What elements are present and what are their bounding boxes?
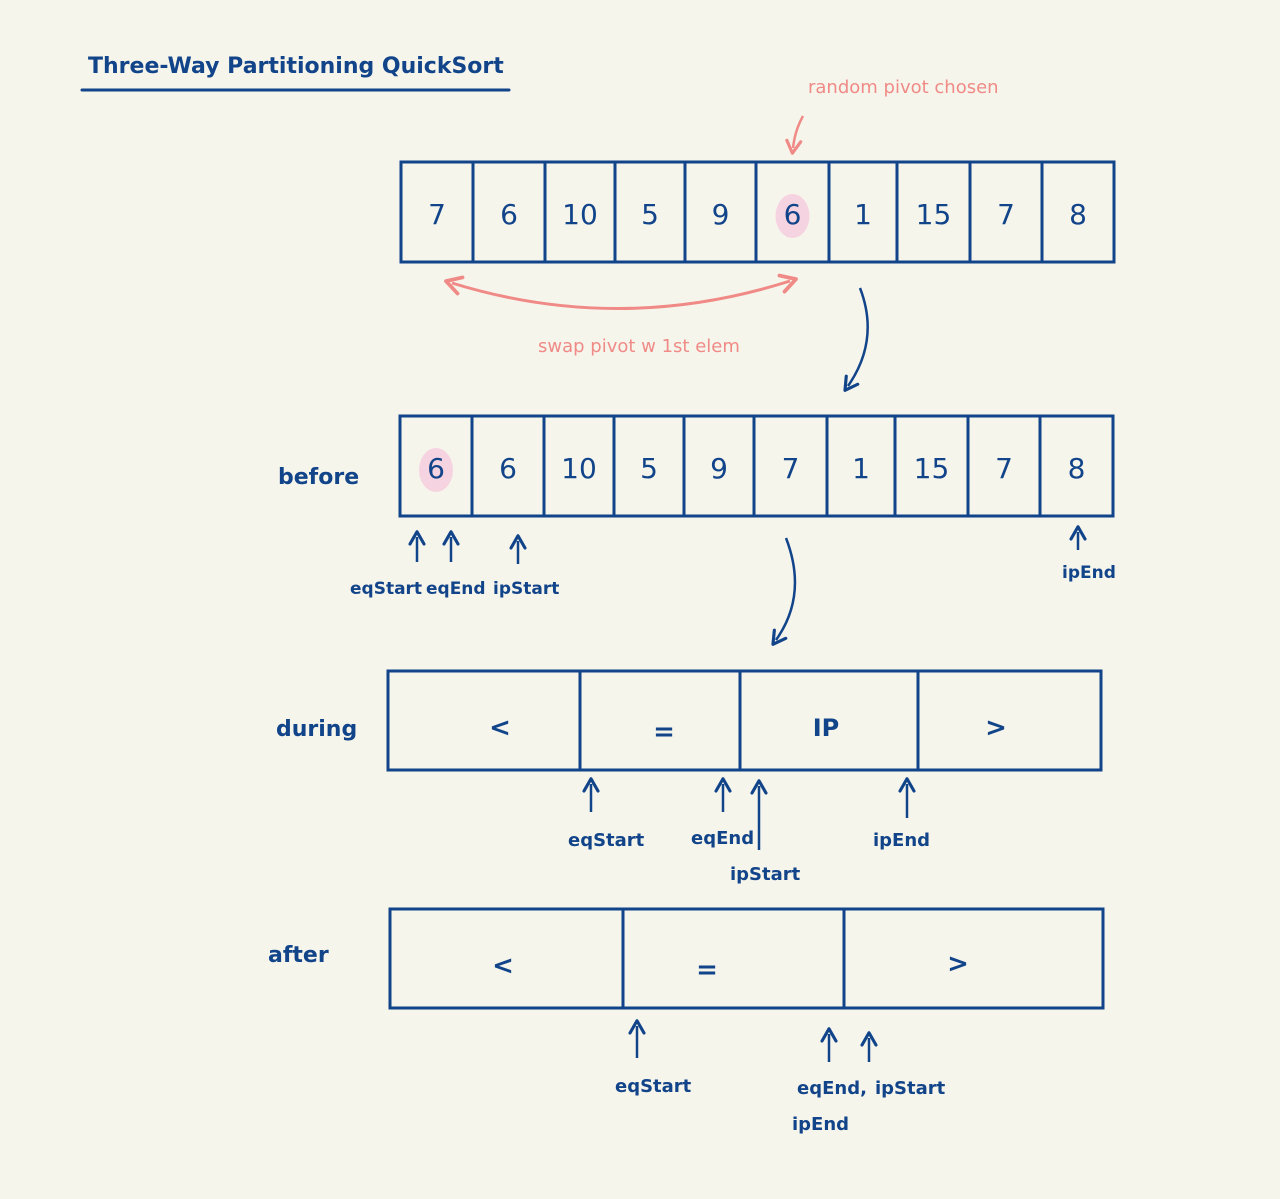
after-region-equal: =	[696, 955, 718, 985]
during-label: during	[276, 717, 357, 742]
after-label: after	[268, 943, 329, 968]
array-cell: 9	[683, 160, 758, 264]
flow-arrow-1	[843, 287, 869, 392]
cell-value: 7	[995, 452, 1013, 485]
array-cell: 1	[827, 160, 899, 264]
pivot-note: random pivot chosen	[808, 77, 999, 98]
array-cell: 5	[612, 414, 686, 518]
array-cell: 10	[543, 160, 617, 264]
cell-value: 10	[561, 452, 597, 485]
array-cell: 7	[968, 160, 1044, 264]
array-cell: 9	[682, 414, 756, 518]
before-array: 6 6 10 5 9 7 1 15 7 8	[398, 414, 1115, 518]
swap-arrow	[444, 273, 798, 310]
array-cell: 6	[471, 160, 547, 264]
after-pointers: eqStart eqEnd, ipEnd ipStart	[615, 1019, 946, 1135]
after-ipstart-label: ipStart	[875, 1078, 946, 1099]
after-regions: < = >	[388, 907, 1105, 1010]
cell-value: 7	[428, 198, 446, 231]
array-cell: 7	[399, 160, 475, 264]
array-cell: 7	[966, 414, 1042, 518]
after-ipend-label: ipEnd	[792, 1114, 849, 1135]
array-cell: 10	[542, 414, 616, 518]
after-region-less: <	[492, 951, 514, 981]
cell-value: 15	[916, 198, 952, 231]
during-regions: < = IP >	[386, 669, 1103, 772]
pivot-highlight	[419, 448, 453, 492]
array-cell: 15	[893, 414, 970, 518]
after-eqend-label: eqEnd,	[797, 1078, 867, 1099]
cell-border	[1038, 414, 1115, 518]
cell-value: 1	[854, 198, 872, 231]
cell-value: 8	[1068, 452, 1086, 485]
during-ipend-label: ipEnd	[873, 830, 930, 851]
during-region-less: <	[489, 713, 511, 743]
cell-border	[1040, 160, 1116, 264]
during-ipstart-label: ipStart	[730, 864, 801, 885]
during-box	[386, 669, 1103, 772]
after-eqstart-label: eqStart	[615, 1076, 692, 1097]
during-region-equal: =	[653, 717, 675, 747]
before-ipstart-label: ipStart	[493, 579, 559, 599]
before-label: before	[278, 465, 359, 490]
cell-value: 5	[641, 198, 659, 231]
cell-value: 1	[852, 452, 870, 485]
flow-arrow-2	[771, 537, 797, 646]
array-cell: 6	[398, 414, 474, 518]
after-region-greater: >	[947, 949, 969, 979]
cell-value: 5	[640, 452, 658, 485]
array-cell: 7	[752, 414, 829, 518]
cell-value: 8	[1069, 198, 1087, 231]
page-title: Three-Way Partitioning QuickSort	[88, 54, 504, 79]
after-box	[388, 907, 1105, 1010]
cell-value: 9	[712, 198, 730, 231]
during-region-ip: IP	[813, 714, 840, 742]
array-cell: 6	[754, 160, 831, 264]
before-pointers: eqStart eqEnd ipStart ipEnd	[350, 525, 1116, 599]
before-eqstart-label: eqStart	[350, 579, 422, 599]
array-cell: 8	[1040, 160, 1116, 264]
array-cell: 8	[1038, 414, 1115, 518]
pivot-note-arrow	[785, 115, 805, 155]
array-cell: 1	[825, 414, 897, 518]
during-region-greater: >	[985, 713, 1007, 743]
pivot-highlight	[775, 194, 810, 238]
cell-value: 9	[710, 452, 728, 485]
array-cell: 15	[895, 160, 972, 264]
cell-value: 7	[782, 452, 800, 485]
array-cell: 5	[613, 160, 687, 264]
during-pointers: eqStart eqEnd ipStart ipEnd	[568, 777, 930, 885]
cell-value: 6	[500, 198, 518, 231]
initial-array: 7 6 10 5 9 6 1 15 7 8	[399, 160, 1116, 264]
cell-value: 6	[784, 198, 802, 231]
array-cell: 6	[470, 414, 546, 518]
before-ipend-label: ipEnd	[1062, 563, 1116, 583]
cell-value: 6	[499, 452, 517, 485]
during-eqend-label: eqEnd	[691, 828, 754, 849]
cell-value: 10	[562, 198, 598, 231]
cell-value: 7	[997, 198, 1015, 231]
cell-value: 15	[914, 452, 950, 485]
before-eqend-label: eqEnd	[426, 579, 486, 599]
during-eqstart-label: eqStart	[568, 830, 645, 851]
cell-value: 6	[427, 452, 445, 485]
swap-note: swap pivot w 1st elem	[538, 336, 740, 357]
